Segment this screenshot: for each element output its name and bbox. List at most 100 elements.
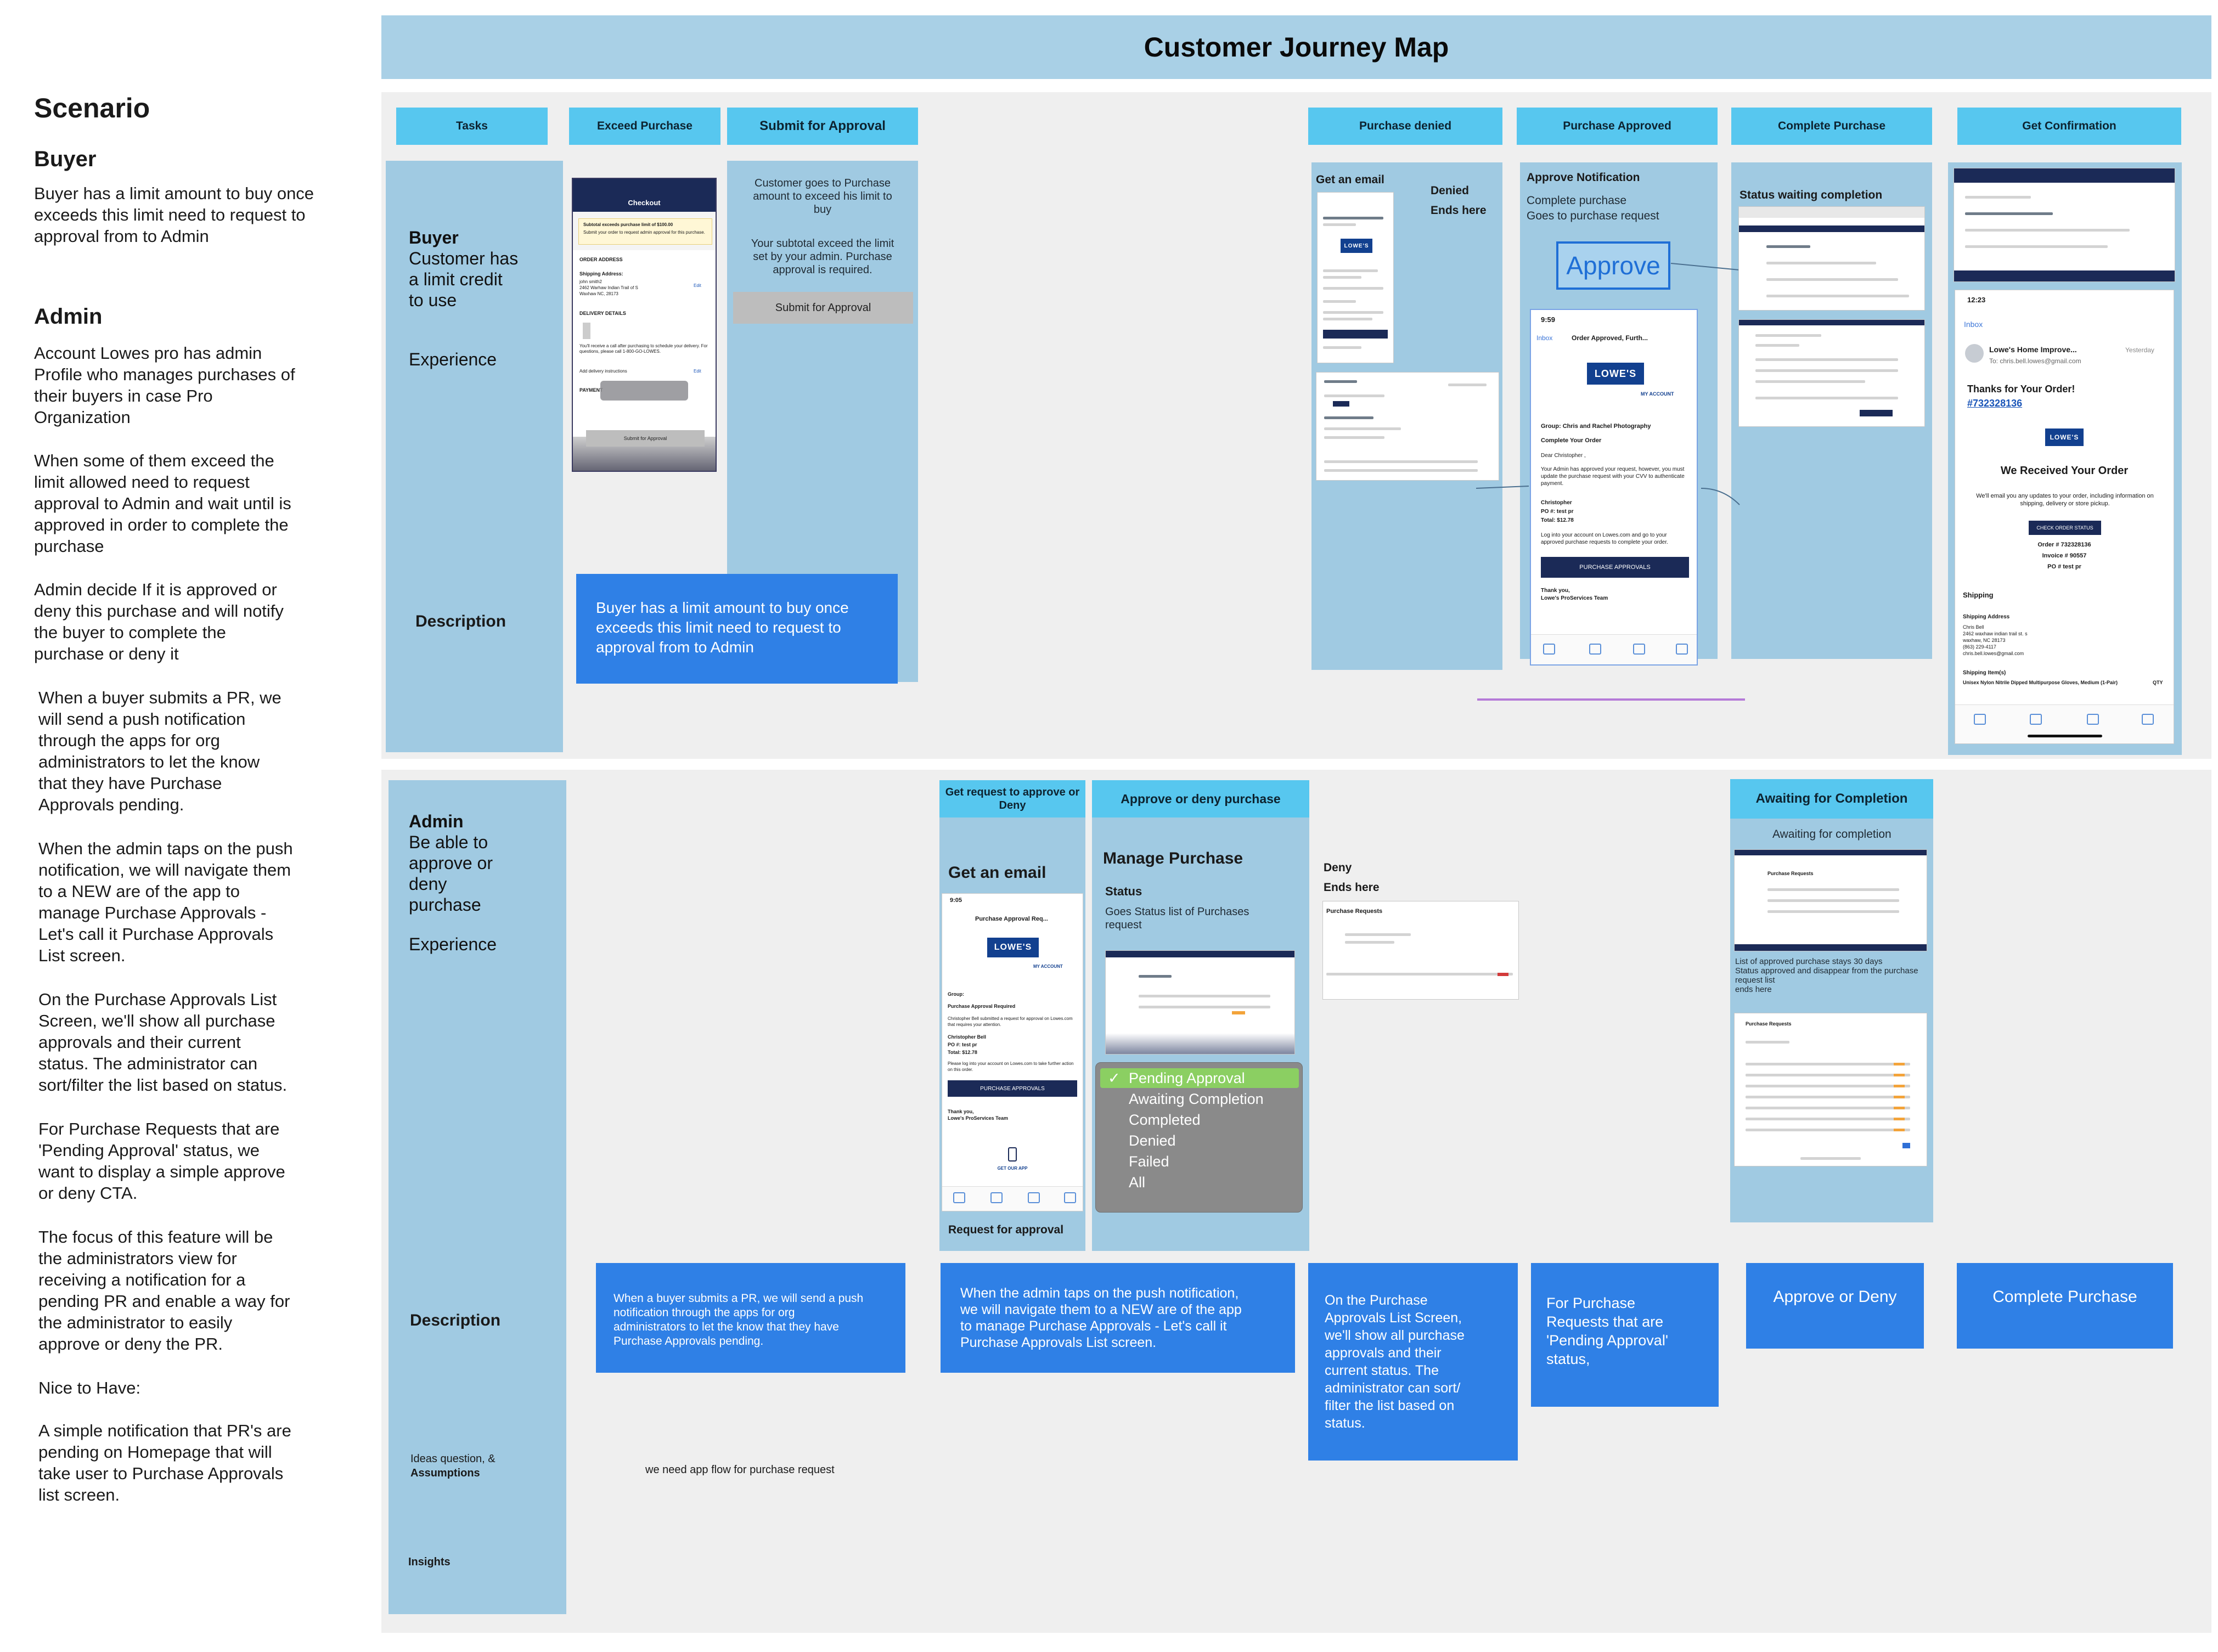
submit-text-1: Customer goes to Purchase amount to exce… [753, 177, 892, 216]
folder-icon[interactable] [2030, 714, 2042, 725]
approved-phone: 9:59 Inbox Order Approved, Furth... LOWE… [1530, 309, 1698, 666]
row-line [1767, 899, 1899, 902]
status-option[interactable]: ✓Pending Approval [1100, 1068, 1299, 1088]
status-pills [1894, 1063, 1905, 1134]
status-option-label: Denied [1129, 1132, 1176, 1149]
confirmation-phone: 12:23 Inbox Lowe's Home Improve... Yeste… [1955, 290, 2174, 744]
denied-get-email: Get an email [1316, 173, 1384, 186]
header-complete-purchase: Complete Purchase [1731, 108, 1932, 145]
inbox-back[interactable]: Inbox [1964, 320, 1983, 329]
row-line [1755, 380, 1865, 383]
pending-description-box: For Purchase Requests that are 'Pending … [1531, 1263, 1719, 1407]
edit-delivery-link[interactable]: Edit [694, 369, 701, 374]
shipping-address-label: Shipping Address: [579, 271, 623, 277]
status-option-label: Failed [1129, 1153, 1169, 1170]
awaiting-list-screenshot: Purchase Requests [1734, 1013, 1927, 1166]
email-po: PO #: test pr [948, 1042, 977, 1047]
email-line [1323, 223, 1356, 226]
status-pill [1232, 1011, 1245, 1014]
email-line [1323, 346, 1361, 349]
status-option[interactable]: Denied [1100, 1131, 1299, 1151]
status-option[interactable]: All [1100, 1172, 1299, 1192]
checkout-warning: Subtotal exceeds purchase limit of $100.… [578, 218, 712, 245]
admin-paragraph: For Purchase Requests that are 'Pending … [38, 1119, 285, 1203]
row-line [1766, 295, 1909, 297]
status-option[interactable]: Awaiting Completion [1100, 1089, 1299, 1109]
status-pill [1498, 973, 1508, 976]
compose-icon[interactable] [1064, 1192, 1076, 1203]
email-line [1323, 318, 1372, 320]
screen-fade [1106, 1033, 1294, 1054]
pager-button[interactable] [1902, 1143, 1910, 1148]
admin-get-email: Get an email [948, 864, 1046, 882]
email-date: Yesterday [2125, 346, 2154, 354]
approve-button[interactable]: Approve [1556, 241, 1670, 290]
scenario-title: Scenario [34, 93, 150, 123]
email-thanks: Thank you, [1541, 588, 1570, 594]
email-po: PO #: test pr [1541, 509, 1574, 515]
status-text: Goes Status list of Purchases request [1105, 906, 1249, 931]
admin-heading: Admin [34, 305, 103, 329]
header-bar: Customer Journey Map [381, 15, 2211, 79]
thanks-heading: Thanks for Your Order! [1967, 384, 2075, 394]
submit-for-approval-button[interactable]: Submit for Approval [733, 292, 913, 324]
checkout-screenshot: Checkout Subtotal exceeds purchase limit… [572, 178, 717, 472]
denied-admin-screenshot [1316, 372, 1499, 481]
request-for-approval-label: Request for approval [948, 1224, 1064, 1236]
admin-experience-label: Experience [409, 934, 497, 954]
checkmark-icon: ✓ [1108, 1070, 1121, 1086]
phone-toolbar [1531, 634, 1697, 664]
compose-icon[interactable] [2142, 714, 2154, 725]
email-greeting: Dear Christopher , [1541, 453, 1586, 459]
archive-icon[interactable] [1974, 714, 1986, 725]
compose-icon[interactable] [1676, 644, 1688, 655]
delivery-instructions-link[interactable]: Add delivery instructions [579, 369, 627, 374]
connector-phone-to-complete [1701, 488, 1740, 505]
order-number-link[interactable]: #732328136 [1967, 398, 2023, 409]
purchase-approvals-button[interactable]: PURCHASE APPROVALS [948, 1080, 1077, 1097]
row-line [1345, 941, 1394, 944]
get-our-app-link[interactable]: GET OUR APP [997, 1166, 1028, 1171]
invoice-no: Invoice # 90557 [2042, 552, 2087, 559]
header-approve-deny: Approve or deny purchase [1092, 780, 1309, 817]
reply-icon[interactable] [1633, 644, 1645, 655]
status-option[interactable]: Failed [1100, 1152, 1299, 1171]
edit-link[interactable]: Edit [694, 283, 701, 288]
reply-icon[interactable] [2087, 714, 2099, 725]
email-heading: Purchase Approval Required [948, 1003, 1016, 1009]
browser-bar [1739, 207, 1924, 218]
purchase-requests-title: Purchase Requests [1767, 871, 1814, 876]
folder-icon[interactable] [1589, 644, 1601, 655]
shipping-item: Unisex Nylon Nitrile Dipped Multipurpose… [1963, 680, 2118, 685]
checkout-topbar [573, 179, 716, 212]
site-nav [1739, 225, 1924, 232]
email-subject: Purchase Approval Req... [975, 916, 1048, 922]
status-waiting-label: Status waiting completion [1740, 189, 1883, 201]
row-line [1746, 1085, 1910, 1087]
buyer-lane-name: Buyer [409, 228, 459, 247]
avatar [1965, 344, 1984, 363]
archive-icon[interactable] [953, 1192, 965, 1203]
row-line [1324, 436, 1384, 439]
row-line [1746, 1074, 1910, 1076]
checkout-submit-button[interactable]: Submit for Approval [586, 430, 705, 447]
site-footer [1954, 270, 2175, 281]
awaiting-note: List of approved purchase stays 30 days … [1735, 957, 1918, 994]
purchase-requests-title: Purchase Requests [1326, 908, 1383, 915]
inbox-back[interactable]: Inbox [1536, 334, 1553, 342]
folder-icon[interactable] [990, 1192, 1003, 1203]
email-total: Total: $12.78 [948, 1050, 977, 1055]
status-option[interactable]: Completed [1100, 1110, 1299, 1130]
email-group: Group: Chris and Rachel Photography [1541, 423, 1651, 430]
my-account-link[interactable]: MY ACCOUNT [1641, 391, 1674, 397]
my-account-link[interactable]: MY ACCOUNT [1033, 964, 1063, 969]
order-address-label: ORDER ADDRESS [579, 257, 623, 262]
email-login-text: Log into your account on Lowes.com and g… [1541, 532, 1668, 545]
reply-icon[interactable] [1028, 1192, 1040, 1203]
purchase-approvals-button[interactable]: PURCHASE APPROVALS [1541, 557, 1689, 578]
check-order-status-button[interactable]: CHECK ORDER STATUS [2029, 521, 2101, 535]
admin-paragraph: When some of them exceed the limit allow… [34, 451, 291, 556]
archive-icon[interactable] [1543, 644, 1555, 655]
